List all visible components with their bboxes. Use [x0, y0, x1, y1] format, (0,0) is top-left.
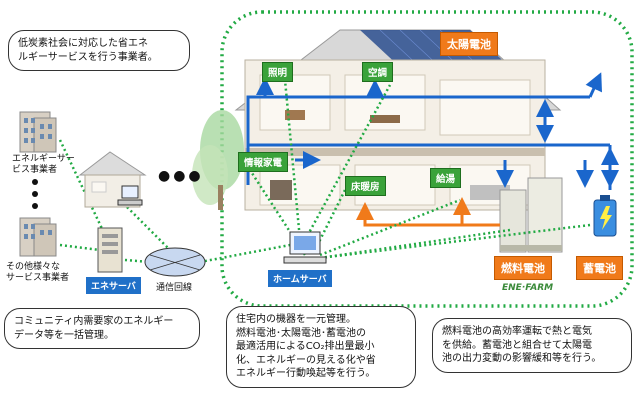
energy-provider-label: エネルギーサー ビス事業者	[12, 154, 75, 177]
bubble-line: エネルギー行動喚起等を行う。	[236, 368, 376, 379]
bottom-left-bubble: コミュニティ内需要家のエネルギー データ等を一括管理。	[4, 308, 200, 349]
energy-server-label: エネサーバ	[86, 277, 141, 294]
bubble-line: 燃料電池･太陽電池･蓄電池の	[236, 327, 366, 339]
other-provider-label: その他様々な サービス事業者	[6, 262, 69, 285]
other-provider-building	[19, 217, 57, 257]
vertical-dots	[32, 179, 38, 209]
home-boundary	[220, 10, 634, 308]
bubble-line: 池の出力変動の影響緩和等を行う。	[442, 353, 602, 364]
ellipsis-dots: ●●●	[158, 168, 204, 184]
home-server-icon	[283, 231, 327, 264]
network-cloud	[144, 247, 206, 277]
other-provider-line-2: サービス事業者	[6, 273, 70, 284]
energy-server-icon	[97, 227, 123, 273]
fuel-cell-unit	[499, 177, 563, 253]
heat-lines	[356, 197, 500, 227]
energy-provider-building	[19, 111, 57, 153]
bubble-line: 燃料電池の高効率運転で熱と電気	[442, 326, 592, 337]
bubble-line: 化、エネルギーの見える化や省	[236, 354, 376, 366]
bubble-line: 最適活用によるCO₂排出量最小	[236, 341, 375, 352]
bubble-line: データ等を一括管理。	[14, 329, 114, 341]
network-label: 通信回線	[156, 283, 193, 293]
bottom-right-bubble: 燃料電池の高効率運転で熱と電気 を供給。蓄電池と組合せて太陽電 池の出力変動の影…	[432, 318, 632, 373]
house-illustration	[234, 29, 562, 211]
bubble-line: 低炭素社会に対応した省エネ	[18, 38, 148, 49]
solar-cell-label: 太陽電池	[440, 32, 498, 56]
fuel-cell-label: 燃料電池	[494, 256, 552, 280]
bottom-center-bubble: 住宅内の機器を一元管理。 燃料電池･太陽電池･蓄電池の 最適活用によるCO₂排出…	[226, 306, 416, 388]
energy-provider-line-1: エネルギーサー	[12, 154, 75, 164]
floor-heating-label: 床暖房	[345, 176, 386, 196]
lighting-label: 照明	[262, 62, 294, 82]
storage-battery-label: 蓄電池	[576, 256, 623, 280]
top-left-bubble: 低炭素社会に対応した省エネ ルギーサービスを行う事業者。	[8, 30, 190, 71]
home-server-label: ホームサーバ	[268, 270, 332, 287]
bubble-line: を供給。蓄電池と組合せて太陽電	[442, 339, 592, 351]
bubble-line: コミュニティ内需要家のエネルギー	[14, 316, 174, 327]
other-provider-line-1: その他様々な	[6, 262, 61, 272]
aircon-label: 空調	[362, 62, 394, 82]
community-house	[78, 151, 147, 208]
info-appliance-label: 情報家電	[238, 152, 289, 172]
hot-water-label: 給湯	[430, 168, 462, 188]
energy-provider-line-2: ビス事業者	[12, 165, 58, 176]
trees	[192, 110, 244, 210]
bubble-line: 住宅内の機器を一元管理。	[236, 314, 356, 325]
computer-icon-small	[117, 185, 143, 206]
storage-battery-icon	[593, 195, 617, 237]
ene-farm-logo: ENE·FARM	[502, 283, 554, 293]
bubble-line: ルギーサービスを行う事業者。	[18, 51, 158, 63]
